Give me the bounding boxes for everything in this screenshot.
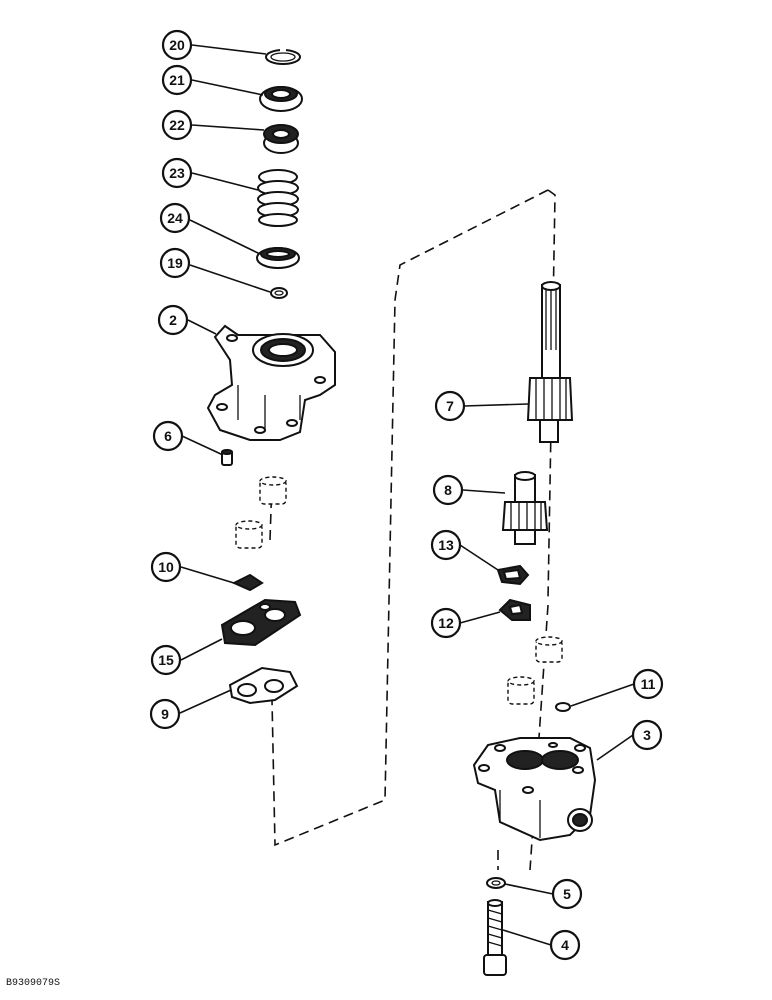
svg-text:20: 20 xyxy=(169,37,185,53)
leader-lines xyxy=(179,44,635,946)
part-6-dowel-pin xyxy=(221,449,233,466)
svg-text:12: 12 xyxy=(438,615,454,631)
svg-text:4: 4 xyxy=(561,937,569,953)
part-4-cap-screw xyxy=(483,899,507,976)
phantom-bushings-left xyxy=(235,476,287,549)
svg-text:21: 21 xyxy=(169,72,185,88)
svg-text:10: 10 xyxy=(158,559,174,575)
callout-24: 24 xyxy=(159,202,191,234)
callout-15: 15 xyxy=(150,644,182,676)
part-23-spring xyxy=(257,169,299,227)
part-5-washer xyxy=(486,877,506,889)
callout-4: 4 xyxy=(549,929,581,961)
callout-6: 6 xyxy=(152,420,184,452)
callout-5: 5 xyxy=(551,878,583,910)
callout-23: 23 xyxy=(161,157,193,189)
part-24-washer xyxy=(256,247,300,269)
svg-text:15: 15 xyxy=(158,652,174,668)
part-20-snap-ring xyxy=(265,48,301,65)
callout-3: 3 xyxy=(631,719,663,751)
part-9-gasket xyxy=(228,666,299,705)
svg-text:23: 23 xyxy=(169,165,185,181)
callout-9: 9 xyxy=(149,698,181,730)
callout-19: 19 xyxy=(159,247,191,279)
svg-text:9: 9 xyxy=(161,706,169,722)
part-22-bearing xyxy=(263,124,299,154)
callout-8: 8 xyxy=(432,474,464,506)
part-8-idler-gear xyxy=(501,471,549,545)
svg-text:24: 24 xyxy=(167,210,183,226)
callout-20: 20 xyxy=(161,29,193,61)
svg-text:11: 11 xyxy=(641,676,656,692)
callout-10: 10 xyxy=(150,551,182,583)
svg-text:3: 3 xyxy=(643,727,651,743)
svg-text:13: 13 xyxy=(438,537,454,553)
callout-7: 7 xyxy=(434,390,466,422)
part-12-bushing xyxy=(498,598,531,621)
svg-text:5: 5 xyxy=(563,886,571,902)
phantom-bushings-right xyxy=(507,636,563,705)
svg-text:6: 6 xyxy=(164,428,172,444)
svg-text:22: 22 xyxy=(169,117,185,133)
part-11-o-ring xyxy=(555,702,571,712)
svg-text:7: 7 xyxy=(446,398,454,414)
part-2-cover-housing xyxy=(206,324,336,441)
part-21-seal xyxy=(259,86,303,112)
callout-12: 12 xyxy=(430,607,462,639)
callout-2: 2 xyxy=(157,304,189,336)
part-3-pump-body xyxy=(472,737,597,842)
svg-text:2: 2 xyxy=(169,312,177,328)
callout-11: 11 xyxy=(632,668,664,700)
part-10-small-plate xyxy=(231,573,264,592)
svg-text:19: 19 xyxy=(167,255,183,271)
figure-code: B9309079S xyxy=(6,978,61,989)
part-15-seal-plate xyxy=(220,598,302,647)
callout-13: 13 xyxy=(430,529,462,561)
svg-text:8: 8 xyxy=(444,482,452,498)
part-13-bushing xyxy=(496,564,530,586)
part-7-drive-shaft xyxy=(526,281,574,443)
callout-21: 21 xyxy=(161,64,193,96)
part-19-small-ring xyxy=(270,287,288,299)
callout-22: 22 xyxy=(161,109,193,141)
